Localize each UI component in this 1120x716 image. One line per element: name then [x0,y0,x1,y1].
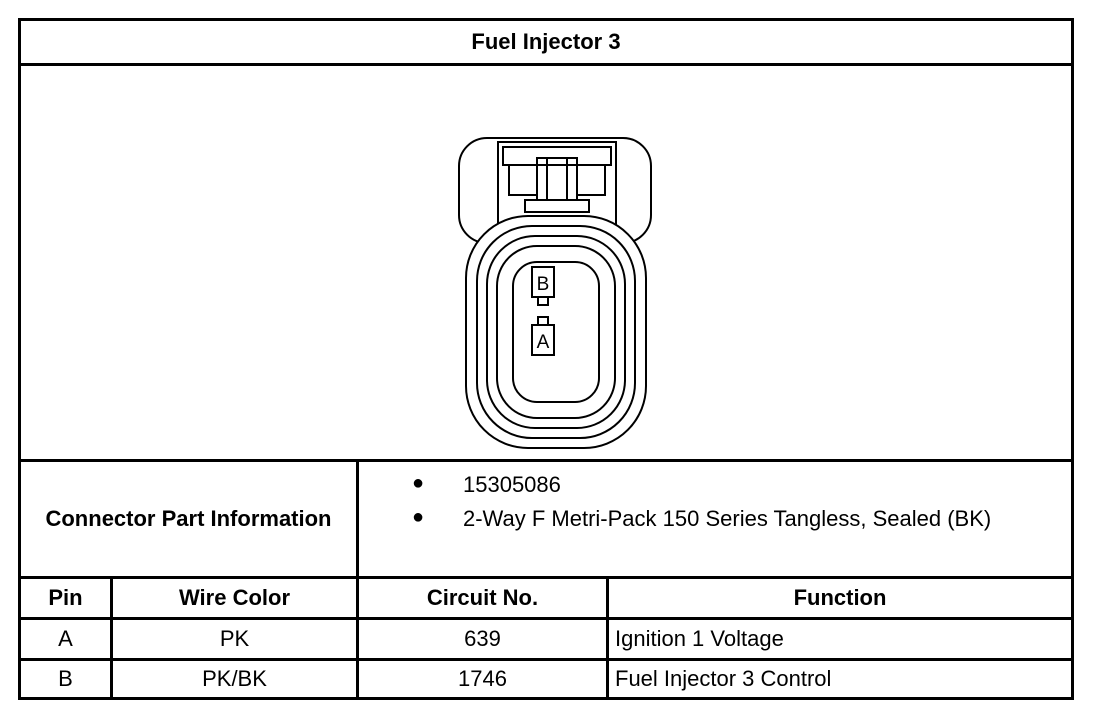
part-info-row: Connector Part Information ● 15305086 ● … [21,462,1071,579]
part-description: 2-Way F Metri-Pack 150 Series Tangless, … [463,506,992,531]
cell-pin: B [21,661,113,697]
cell-circuit: 1746 [359,661,609,697]
connector-title: Fuel Injector 3 [21,21,1071,66]
cell-function: Fuel Injector 3 Control [615,666,832,691]
seal-ring-inner [496,245,616,419]
pin-a-label: A [537,332,550,353]
bullet-icon: ● [412,472,425,494]
latch-bar [502,146,612,166]
header-function: Function [793,585,887,610]
seal-ring-outer [465,215,647,449]
terminal-cavity [512,261,600,403]
connector-face-diagram: B A [458,137,652,449]
pin-a-box [531,324,555,356]
cell-pin: A [21,620,113,658]
pinout-table-header: Pin Wire Color Circuit No. Function [21,579,1071,620]
header-pin: Pin [21,579,113,617]
table-row: A PK 639 Ignition 1 Voltage [21,620,1071,661]
seal-ring-3 [486,235,626,429]
cell-wire-color: PK/BK [113,661,359,697]
connector-drawing: B A [21,66,1071,462]
part-number: 15305086 [463,472,561,497]
seal-ring-2 [476,225,636,439]
cell-wire-color: PK [113,620,359,658]
header-wire-color: Wire Color [113,579,359,617]
bullet-icon: ● [412,506,425,528]
part-info-list: ● 15305086 ● 2-Way F Metri-Pack 150 Seri… [359,462,1071,576]
pin-b-label: B [537,274,550,295]
part-info-label: Connector Part Information [21,462,359,576]
header-circuit: Circuit No. [359,579,609,617]
table-row: B PK/BK 1746 Fuel Injector 3 Control [21,661,1071,697]
cell-function: Ignition 1 Voltage [615,626,784,651]
connector-sheet: Fuel Injector 3 [18,18,1074,700]
cell-circuit: 639 [359,620,609,658]
latch-tab [524,199,590,213]
